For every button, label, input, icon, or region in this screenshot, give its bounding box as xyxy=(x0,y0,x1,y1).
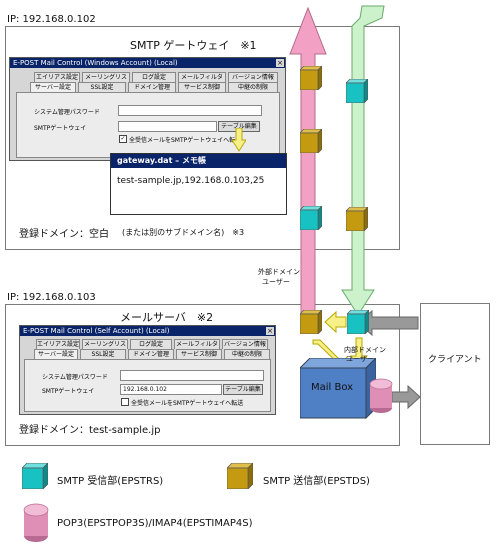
admin-password-label: システム管理パスワード xyxy=(42,374,108,381)
smtp-gateway-label: SMTPゲートウェイ xyxy=(42,388,95,395)
tab-ssl[interactable]: SSL設定 xyxy=(80,349,126,359)
legend-pop-label: POP3(EPSTPOP3S)/IMAP4(EPSTIMAP4S) xyxy=(57,518,253,529)
mailserver-domain-label: 登録ドメイン：test-sample.jp xyxy=(19,425,161,436)
smtp-gateway-input[interactable]: 192.168.0.102 xyxy=(120,384,222,395)
mailserver-pop-cylinder xyxy=(369,378,393,413)
forward-checkbox-label: 全受信メールをSMTPゲートウェイへ転送 xyxy=(131,400,244,407)
tab-relay[interactable]: 中継の制限 xyxy=(228,82,278,92)
gateway-title: SMTP ゲートウェイ ※1 xyxy=(130,39,257,52)
legend-pop-icon xyxy=(23,503,49,542)
smtp-gateway-label: SMTPゲートウェイ xyxy=(34,125,87,132)
mailserver-title: メールサーバ ※2 xyxy=(120,311,214,324)
admin-password-input[interactable] xyxy=(118,105,262,116)
gateway-domain-label: 登録ドメイン：空白 xyxy=(19,229,109,240)
gateway-send-cube-top xyxy=(300,66,322,90)
tab-domain[interactable]: ドメイン管理 xyxy=(128,349,174,359)
legend-receive-icon xyxy=(22,463,48,489)
external-user-label-2: ユーザー xyxy=(262,278,290,286)
tab-relay[interactable]: 中継の制限 xyxy=(224,349,270,359)
tab-server-settings[interactable]: サーバー設定 xyxy=(34,349,78,359)
mailbox-label: Mail Box xyxy=(311,382,354,393)
pop-to-client-arrow xyxy=(391,384,421,410)
legend-send-icon xyxy=(227,463,253,489)
inbound-green-arrow xyxy=(341,5,385,316)
mailbox-cube xyxy=(300,358,376,420)
close-icon[interactable]: × xyxy=(266,327,274,335)
tab-domain[interactable]: ドメイン管理 xyxy=(128,82,176,92)
tab-version[interactable]: バージョン情報 xyxy=(222,339,268,349)
gateway-receive-cube-low xyxy=(300,206,322,230)
gateway-receive-cube-top xyxy=(346,79,368,103)
mailserver-window-title: E-POST Mail Control (Self Account) (Loca… xyxy=(20,326,275,336)
gateway-domain-note: (または別のサブドメイン名) ※3 xyxy=(122,228,245,237)
mailserver-send-cube xyxy=(300,310,322,334)
yellow-down-arrow xyxy=(232,128,246,152)
notepad-window: gateway.dat – メモ帳 test-sample.jp,192.168… xyxy=(110,153,287,215)
notepad-content: test-sample.jp,192.168.0.103,25 xyxy=(117,176,265,186)
mailserver-ip-label: IP: 192.168.0.103 xyxy=(7,292,96,303)
gateway-send-cube-low xyxy=(346,207,368,231)
gateway-send-cube-mid xyxy=(300,129,322,153)
tab-server-settings[interactable]: サーバー設定 xyxy=(30,82,76,92)
table-edit-button[interactable]: テーブル編集 xyxy=(223,384,263,395)
gateway-control-window: E-POST Mail Control (Windows Account) (L… xyxy=(9,57,286,161)
gateway-window-title: E-POST Mail Control (Windows Account) (L… xyxy=(10,58,285,68)
client-label: クライアント xyxy=(428,355,482,365)
outbound-pink-arrow xyxy=(289,6,327,331)
internal-user-label-2: ユーザー xyxy=(346,355,374,363)
legend-receive-label: SMTP 受信部(EPSTRS) xyxy=(57,476,164,487)
external-user-label-1: 外部ドメイン xyxy=(258,268,300,276)
admin-password-label: システム管理パスワード xyxy=(34,109,100,116)
forward-checkbox[interactable] xyxy=(121,398,129,406)
tab-mail-filter[interactable]: メールフィルタ xyxy=(178,72,226,82)
internal-user-label-1: 内部ドメイン xyxy=(344,346,386,354)
close-icon[interactable]: × xyxy=(276,59,284,67)
client-box xyxy=(420,303,490,445)
legend-send-label: SMTP 送信部(EPSTDS) xyxy=(263,476,370,487)
tab-log[interactable]: ログ設定 xyxy=(132,72,176,82)
notepad-title: gateway.dat – メモ帳 xyxy=(111,154,286,168)
receive-to-send-arrow xyxy=(324,310,347,334)
forward-checkbox[interactable]: ✓ xyxy=(119,135,127,143)
admin-password-input[interactable] xyxy=(120,370,264,381)
tab-alias[interactable]: エイリアス設定 xyxy=(34,72,80,82)
mailserver-control-window: E-POST Mail Control (Self Account) (Loca… xyxy=(19,325,276,415)
forward-checkbox-label: 全受信メールをSMTPゲートウェイへ転送 xyxy=(129,137,242,144)
tab-alias[interactable]: エイリアス設定 xyxy=(36,339,80,349)
tab-service[interactable]: サービス制御 xyxy=(178,82,226,92)
mailserver-receive-cube xyxy=(347,310,369,334)
smtp-gateway-input[interactable] xyxy=(118,121,217,132)
tab-mail-filter[interactable]: メールフィルタ xyxy=(174,339,220,349)
tab-service[interactable]: サービス制御 xyxy=(176,349,222,359)
gateway-ip-label: IP: 192.168.0.102 xyxy=(7,14,96,25)
tab-version[interactable]: バージョン情報 xyxy=(228,72,278,82)
tab-ssl[interactable]: SSL設定 xyxy=(78,82,126,92)
tab-log[interactable]: ログ設定 xyxy=(130,339,172,349)
